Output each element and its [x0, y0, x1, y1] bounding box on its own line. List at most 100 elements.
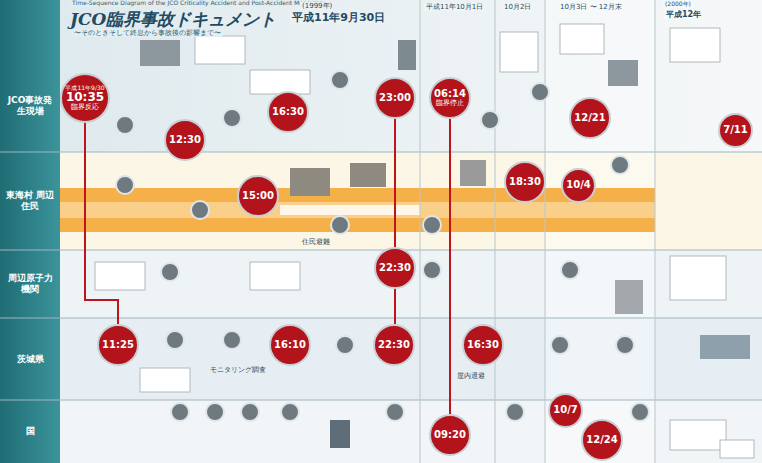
row-divider — [0, 318, 762, 319]
event-circle: 18:30 — [504, 161, 546, 203]
timeline-connector — [450, 119, 451, 414]
row-label: 東海村 周辺住民 — [0, 152, 60, 250]
photo — [700, 335, 750, 359]
row-ground — [60, 318, 762, 400]
row-ground — [60, 400, 762, 463]
row-ground — [60, 152, 762, 250]
event-text: 09:20 — [434, 430, 466, 441]
connector-line — [394, 119, 396, 247]
diagram-title: JCO臨界事故ドキュメント — [70, 8, 276, 31]
event-circle: 22:30 — [373, 324, 415, 366]
row-label-text: 東海村 周辺住民 — [4, 190, 56, 212]
row-label-text: 周辺原子力機関 — [4, 273, 56, 295]
event-text: 22:30 — [379, 263, 411, 274]
event-marker — [386, 403, 404, 421]
connector-line — [449, 119, 451, 414]
annotation-label: 10月2日 — [502, 3, 533, 11]
event-marker — [171, 403, 189, 421]
row-label: 国 — [0, 400, 60, 463]
annotation-label: (2000年) — [663, 1, 693, 8]
note-box — [140, 368, 190, 392]
column-divider — [495, 0, 496, 463]
event-text: 臨界停止 — [436, 100, 464, 107]
row-divider — [0, 250, 762, 251]
event-marker — [206, 403, 224, 421]
timeline-connector — [85, 123, 118, 324]
row-label: 茨城県 — [0, 318, 60, 400]
evacuation-band — [60, 202, 655, 218]
row-divider — [0, 400, 762, 401]
event-circle: 22:30 — [374, 247, 416, 289]
annotation-label: 平成11年9月30日 — [290, 12, 387, 25]
row-label-text: 茨城県 — [17, 354, 44, 365]
row-divider — [0, 152, 762, 153]
connector-line — [85, 123, 118, 324]
event-marker — [116, 116, 134, 134]
event-circle: 12/21 — [569, 97, 611, 139]
evacuation-bar — [280, 205, 420, 215]
event-marker — [223, 109, 241, 127]
event-text: 18:30 — [509, 177, 541, 188]
photo — [460, 160, 486, 186]
event-marker — [241, 403, 259, 421]
photo — [330, 420, 350, 448]
event-circle: 06:14臨界停止 — [429, 77, 471, 119]
event-marker — [331, 216, 349, 234]
photo — [608, 60, 638, 86]
event-text: 12/24 — [586, 435, 617, 446]
annotation-label: 屋内退避 — [455, 372, 487, 380]
event-text: 7/11 — [723, 125, 748, 136]
note-box — [95, 262, 145, 290]
photo — [350, 163, 386, 187]
column-divider — [420, 0, 421, 463]
row-label: 周辺原子力機関 — [0, 250, 60, 318]
event-marker — [631, 403, 649, 421]
event-circle: 16:30 — [462, 324, 504, 366]
row-label-text: JCO事故発生現場 — [4, 95, 56, 117]
event-text: 10:35 — [66, 91, 104, 104]
event-text: 15:00 — [242, 191, 274, 202]
column-divider — [655, 0, 656, 463]
event-marker — [336, 336, 354, 354]
annotation-label: モニタリング調査 — [208, 366, 268, 374]
event-marker — [191, 201, 209, 219]
row-ground — [60, 0, 762, 152]
event-circle: 12/24 — [581, 419, 623, 461]
event-marker — [223, 331, 241, 349]
photo — [290, 168, 330, 196]
photo — [140, 40, 180, 66]
event-circle: 23:00 — [374, 77, 416, 119]
event-marker — [616, 336, 634, 354]
event-circle: 09:20 — [429, 414, 471, 456]
event-text: 16:30 — [467, 340, 499, 351]
timeline-connector — [395, 289, 396, 324]
label-column — [0, 0, 60, 463]
event-marker — [423, 261, 441, 279]
annotation-label: Time-Sequence Diagram of the JCO Critica… — [70, 0, 325, 7]
event-marker — [161, 263, 179, 281]
event-text: 06:14 — [434, 89, 466, 100]
event-marker — [481, 111, 499, 129]
annotation-label: (1999年) — [300, 2, 334, 10]
event-text: 臨界反応 — [71, 104, 99, 111]
note-box — [250, 262, 300, 290]
event-marker — [331, 71, 349, 89]
note-box — [195, 36, 245, 64]
event-marker — [531, 83, 549, 101]
event-marker — [116, 176, 134, 194]
note-box — [250, 70, 310, 94]
event-circle: 15:00 — [237, 175, 279, 217]
event-marker — [166, 331, 184, 349]
event-circle: 16:10 — [269, 324, 311, 366]
event-text: 23:00 — [379, 93, 411, 104]
row-label: JCO事故発生現場 — [0, 60, 60, 152]
event-circle: 12:30 — [164, 119, 206, 161]
annotation-label: 〜そのときそして終息から事故後の影響まで〜 — [72, 29, 223, 37]
event-circle: 16:30 — [267, 91, 309, 133]
event-circle: 11:25 — [97, 324, 139, 366]
event-marker — [423, 216, 441, 234]
event-text: 10/7 — [553, 405, 578, 416]
annotation-label: 平成11年10月1日 — [424, 3, 485, 11]
